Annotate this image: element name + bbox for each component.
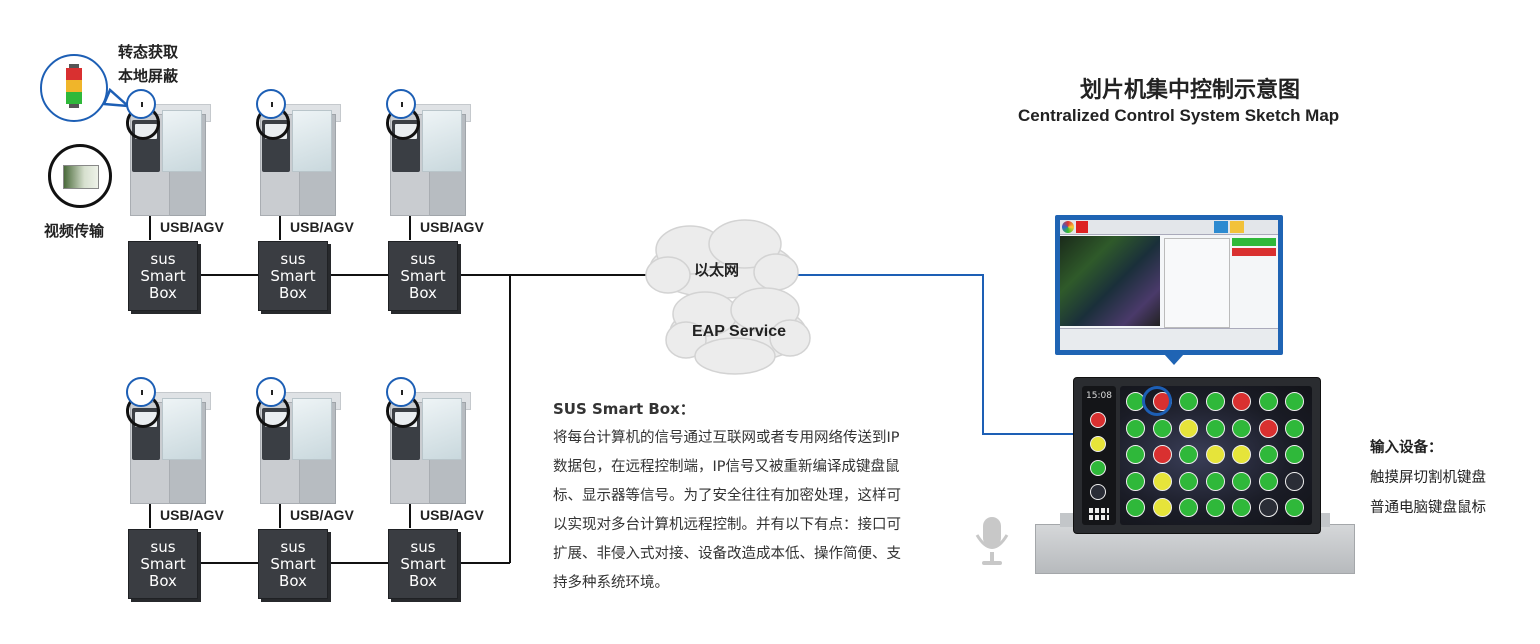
- ethernet-cloud-shape: [645, 219, 799, 299]
- link-label: USB/AGV: [160, 507, 224, 523]
- machine-status-lamp[interactable]: [1232, 418, 1251, 438]
- description-line: 标、显示器等信号。为了安全往往有加密处理，这样可: [553, 488, 901, 504]
- link-label: USB/AGV: [420, 507, 484, 523]
- sidebar-status-yellow[interactable]: [1090, 436, 1106, 452]
- dicing-machine: [256, 392, 341, 504]
- status-bubble: [386, 377, 416, 407]
- machine-status-lamp[interactable]: [1205, 392, 1225, 411]
- hmi-screen: [1060, 220, 1278, 350]
- machine-status-lamp[interactable]: [1179, 471, 1198, 491]
- video-callout-label: 视频传输: [44, 223, 105, 240]
- video-callout: [48, 144, 112, 208]
- machine-status-lamp[interactable]: [1258, 471, 1278, 491]
- link-label: USB/AGV: [420, 219, 484, 235]
- status-callout-line1: 转态获取: [118, 43, 179, 61]
- machine-status-lamp[interactable]: [1126, 471, 1145, 491]
- description-line: 扩展、非侵入式对接、设备改造成本低、操作简便、支: [553, 546, 901, 562]
- status-bubble: [256, 89, 286, 119]
- input-devices: 输入设备： 触摸屏切割机键盘 普通电脑键盘鼠标: [1370, 433, 1530, 523]
- machine-status-lamp[interactable]: [1152, 445, 1172, 464]
- link-label: USB/AGV: [290, 219, 354, 235]
- monitor-pointer: [1164, 354, 1184, 365]
- touch-control-panel: 15:08: [1073, 377, 1321, 534]
- tablet-sidebar: 15:08: [1082, 386, 1116, 525]
- eap-service-label: EAP Service: [692, 323, 786, 340]
- sidebar-status-red[interactable]: [1090, 412, 1106, 428]
- machine-status-lamp[interactable]: [1285, 392, 1304, 411]
- dicing-machine: [256, 104, 341, 216]
- status-bubble: [126, 89, 156, 119]
- diagram-subtitle: Centralized Control System Sketch Map: [1018, 106, 1340, 125]
- ethernet-label: 以太网: [694, 262, 740, 279]
- selected-machine-ring: [1142, 386, 1172, 416]
- machine-status-lamp[interactable]: [1152, 418, 1172, 438]
- machine-status-lamp[interactable]: [1179, 392, 1198, 411]
- video-screen-icon: [63, 165, 99, 189]
- machine-status-lamp[interactable]: [1126, 445, 1145, 464]
- machine-status-lamp[interactable]: [1179, 418, 1198, 438]
- input-device-item: 普通电脑键盘鼠标: [1370, 500, 1486, 516]
- machine-status-lamp[interactable]: [1205, 445, 1225, 464]
- machine-status-lamp[interactable]: [1285, 471, 1304, 491]
- machine-status-lamp[interactable]: [1285, 445, 1304, 464]
- description-line: 数据包，在远程控制端，IP信号又被重新编译成键盘鼠: [553, 459, 900, 475]
- eap-cloud-shape: [665, 287, 811, 375]
- status-callout-line2: 本地屏蔽: [118, 67, 179, 85]
- machine-status-lamp[interactable]: [1179, 445, 1198, 464]
- machine-status-lamp[interactable]: [1205, 498, 1225, 517]
- status-light-callout: [40, 54, 108, 122]
- status-bubble: [256, 377, 286, 407]
- machine-status-lamp[interactable]: [1126, 498, 1145, 517]
- grid-menu-icon[interactable]: [1089, 508, 1109, 520]
- description-line: 以实现对多台计算机远程控制。并有以下有点：接口可: [553, 517, 901, 533]
- machine-status-lamp[interactable]: [1232, 392, 1251, 411]
- machine-status-lamp[interactable]: [1258, 498, 1278, 517]
- input-device-item: 触摸屏切割机键盘: [1370, 470, 1486, 486]
- machine-status-lamp[interactable]: [1205, 418, 1225, 438]
- machine-status-lamp[interactable]: [1285, 418, 1304, 438]
- machine-status-lamp[interactable]: [1232, 471, 1251, 491]
- tablet-clock: 15:08: [1086, 391, 1112, 401]
- description-heading: SUS Smart Box：: [553, 400, 695, 418]
- dicing-machine: [386, 392, 471, 504]
- dicing-machine: [126, 104, 211, 216]
- machine-status-lamp[interactable]: [1232, 445, 1251, 464]
- machine-status-lamp[interactable]: [1285, 498, 1304, 517]
- machine-status-lamp[interactable]: [1232, 498, 1251, 517]
- description-line: 持多种系统环境。: [553, 575, 669, 591]
- signal-tower-icon: [66, 64, 82, 112]
- machine-status-lamp[interactable]: [1152, 471, 1172, 491]
- machine-status-lamp[interactable]: [1179, 498, 1198, 517]
- sidebar-status-green[interactable]: [1090, 460, 1106, 476]
- description-line: 将每台计算机的信号通过互联网或者专用网络传送到IP: [553, 430, 900, 446]
- diagram-title: 划片机集中控制示意图: [1080, 78, 1301, 103]
- machine-status-lamp[interactable]: [1152, 498, 1172, 517]
- machine-status-lamp[interactable]: [1258, 445, 1278, 464]
- smart-box-description: SUS Smart Box： 将每台计算机的信号通过互联网或者专用网络传送到IP…: [553, 395, 973, 598]
- dicing-machine: [126, 392, 211, 504]
- machine-status-lamp[interactable]: [1126, 418, 1145, 438]
- dicing-machine: [386, 104, 471, 216]
- link-label: USB/AGV: [290, 507, 354, 523]
- status-callout-text: 转态获取 本地屏蔽: [118, 40, 178, 88]
- machine-status-lamp[interactable]: [1258, 392, 1278, 411]
- link-label: USB/AGV: [160, 219, 224, 235]
- machine-status-lamp[interactable]: [1258, 418, 1278, 438]
- status-bubble: [126, 377, 156, 407]
- input-devices-heading: 输入设备：: [1370, 440, 1443, 456]
- machine-status-lamp[interactable]: [1205, 471, 1225, 491]
- status-bubble: [386, 89, 416, 119]
- hmi-monitor: [1055, 215, 1283, 355]
- sidebar-status-off[interactable]: [1090, 484, 1106, 500]
- microphone-icon: [975, 517, 1009, 565]
